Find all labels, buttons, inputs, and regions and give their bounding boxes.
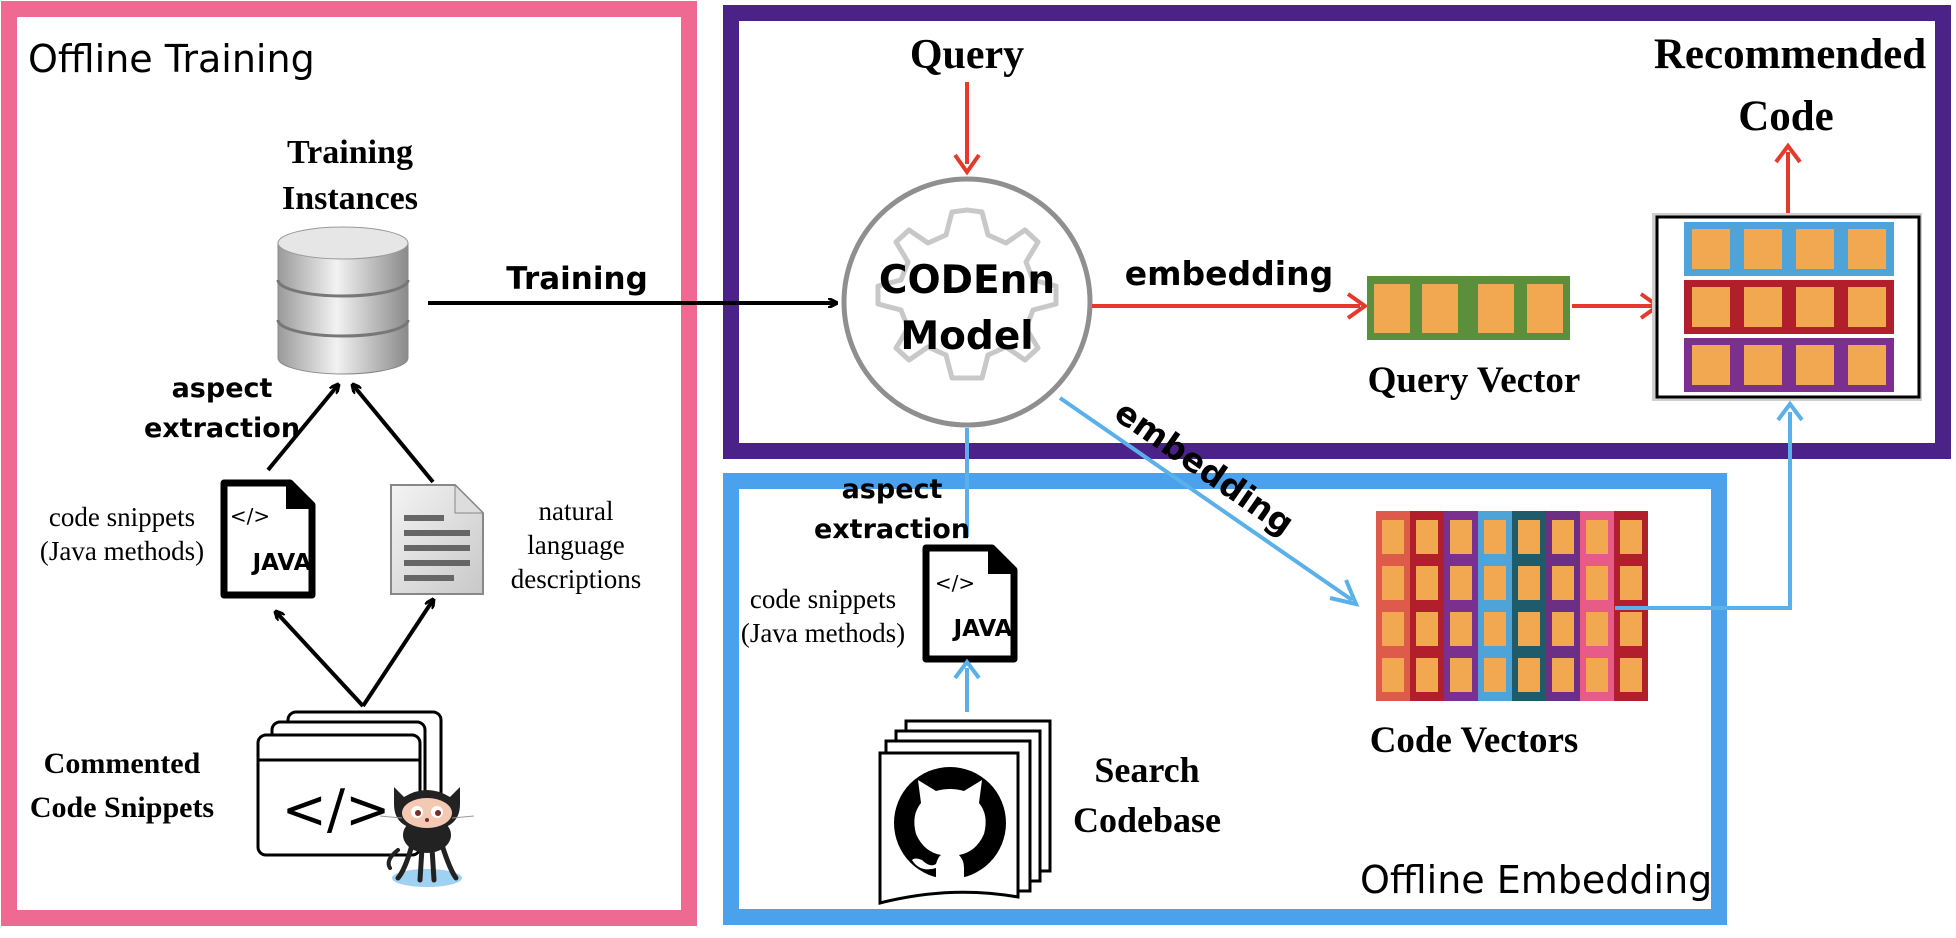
training-instances-label: Training: [287, 134, 413, 171]
java-file-icon: </> JAVA: [220, 479, 316, 599]
code-glyph-small: </>: [230, 504, 270, 528]
natural-language-label-3: descriptions: [511, 564, 641, 594]
embedding-code-snippets-label-2: (Java methods): [741, 618, 905, 648]
arrow-java-to-db: [266, 385, 338, 472]
search-codebase-label: Search: [1094, 750, 1199, 790]
embedding-label-blue: embedding: [1108, 392, 1302, 543]
codenn-model: CODEnn Model: [841, 176, 1093, 428]
arrow-doc-to-db: [353, 385, 435, 484]
document-icon: [390, 483, 485, 595]
recommended-code-results: [1652, 213, 1922, 401]
github-codebase-icon: [878, 719, 1052, 905]
aspect-extraction-label: aspect: [172, 373, 273, 404]
offline-embedding-title: Offline Embedding: [1360, 858, 1712, 902]
embedding-code-snippets-label: code snippets: [750, 584, 896, 614]
arrow-model-to-code-vectors: [1058, 396, 1354, 602]
training-instances-label-2: Instances: [282, 180, 418, 217]
code-glyph-large: </>: [282, 778, 391, 841]
query-label: Query: [910, 32, 1024, 78]
embedding-aspect-extraction-label: aspect: [842, 474, 943, 505]
arrow-snippets-to-java: [276, 612, 365, 708]
code-snippets-label-2: (Java methods): [40, 536, 204, 566]
search-codebase-label-2: Codebase: [1073, 800, 1221, 840]
offline-training-panel: [1, 1, 697, 926]
gear-brain-icon: [875, 207, 1059, 381]
query-vector: [1367, 276, 1570, 340]
octocat-icon: [379, 787, 475, 887]
embedding-label-red: embedding: [1125, 254, 1333, 293]
model-label-2: Model: [900, 314, 1033, 359]
training-arrow-label: Training: [506, 261, 648, 297]
embedding-code-glyph: </>: [935, 571, 975, 595]
natural-language-label-2: language: [527, 530, 624, 560]
offline-training-title: Offline Training: [28, 37, 315, 81]
model-label: CODEnn: [879, 258, 1055, 303]
embedding-java-label: JAVA: [952, 616, 1013, 642]
arrow-code-vectors-to-results: [1615, 412, 1792, 610]
query-vector-label: Query Vector: [1368, 360, 1581, 401]
natural-language-label: natural: [539, 496, 614, 526]
commented-code-snippets-label-2: Code Snippets: [30, 791, 214, 824]
recommended-code-label: Recommended: [1654, 31, 1926, 78]
code-vectors: [1376, 511, 1648, 701]
aspect-extraction-label-2: extraction: [144, 413, 300, 444]
code-vectors-label: Code Vectors: [1370, 720, 1579, 761]
java-label: JAVA: [251, 550, 312, 576]
arrow-snippets-to-doc: [361, 600, 433, 708]
commented-code-snippets-label: Commented: [44, 747, 201, 780]
code-snippets-label: code snippets: [49, 502, 195, 532]
embedding-java-file-icon: </> JAVA: [922, 544, 1018, 663]
search-panel: [723, 5, 1951, 459]
recommended-code-label-2: Code: [1738, 93, 1834, 140]
code-window-stack-icon: </>: [256, 710, 443, 857]
offline-embedding-panel: [723, 473, 1727, 925]
database-icon: [276, 226, 410, 375]
embedding-aspect-extraction-label-2: extraction: [814, 514, 970, 545]
